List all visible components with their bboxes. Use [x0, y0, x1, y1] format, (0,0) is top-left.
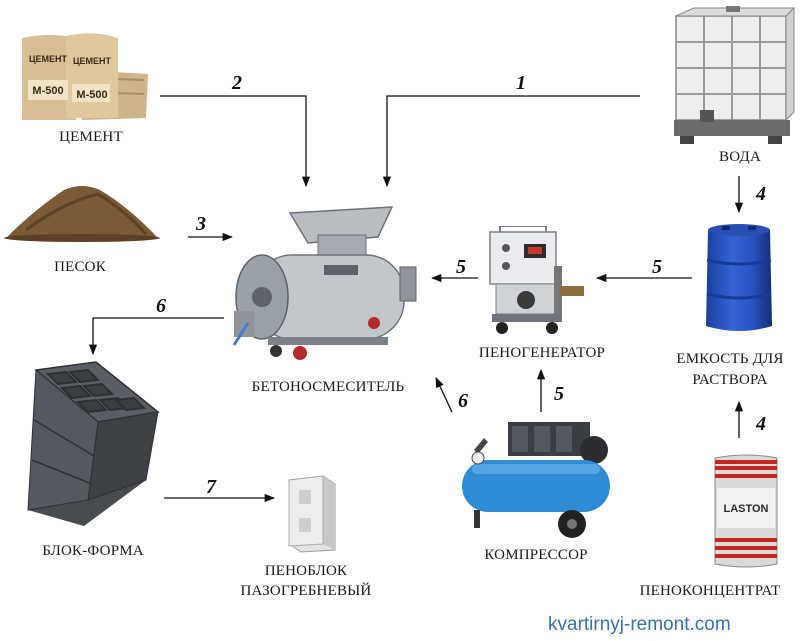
- label-solution-tank-line2: РАСТВОРА: [692, 372, 768, 388]
- cement-bag-brand-text: ЦЕМЕНТ: [29, 54, 68, 64]
- drum-brand-text: LASTON: [723, 503, 768, 515]
- foam-generator-image: [489, 226, 584, 334]
- label-concrete-mixer: БЕТОНОСМЕСИТЕЛЬ: [251, 379, 405, 395]
- label-compressor: КОМПРЕССОР: [484, 547, 588, 563]
- block-form-mould-image: [27, 361, 160, 526]
- step-number-compressor-to-mixer: 6: [458, 390, 468, 412]
- solution-tank-barrel-image: [706, 224, 772, 331]
- label-foam-block-line2: ПАЗОГРЕБНЕВЫЙ: [240, 583, 372, 599]
- arrow-cement-to-mixer: [160, 95, 311, 188]
- step-number-mixer-to-form: 6: [156, 295, 166, 317]
- step-number-tank-to-generator: 5: [652, 256, 662, 278]
- foam-block-image: [288, 475, 336, 553]
- concrete-mixer-image: [232, 206, 417, 360]
- step-number-compressor-to-generator: 5: [554, 383, 564, 405]
- step-number-water-to-mixer: 1: [516, 72, 526, 94]
- step-number-cement-to-mixer: 2: [232, 72, 242, 94]
- watermark-link[interactable]: kvartirnyj-remont.com: [548, 614, 731, 635]
- label-solution-tank-line1: ЕМКОСТЬ ДЛЯ: [676, 351, 784, 367]
- cement-bag-brand-text-2: ЦЕМЕНТ: [73, 56, 112, 66]
- label-sand: ПЕСОК: [54, 259, 106, 275]
- sand-pile-image: [4, 186, 160, 242]
- label-cement: ЦЕМЕНТ: [59, 129, 123, 145]
- compressor-image: [462, 422, 610, 538]
- label-block-form: БЛОК-ФОРМА: [42, 543, 144, 559]
- arrow-water-to-mixer: [382, 95, 640, 188]
- cement-bag-grade-text: М-500: [32, 85, 63, 97]
- step-number-sand-to-mixer: 3: [196, 213, 206, 235]
- label-foam-block-line1: ПЕНОБЛОК: [264, 563, 348, 579]
- label-foam-concentrate: ПЕНОКОНЦЕНТРАТ: [639, 583, 781, 599]
- water-container-image: [674, 6, 796, 144]
- step-number-concentrate-to-tank: 4: [756, 413, 766, 435]
- step-number-water-to-tank: 4: [756, 183, 766, 205]
- label-water: ВОДА: [719, 149, 761, 165]
- foam-concentrate-drum-image: LASTON: [714, 454, 778, 568]
- arrow-mixer-to-form: [88, 317, 224, 356]
- cement-bag-grade-text-2: М-500: [76, 89, 107, 101]
- step-number-form-to-block: 7: [206, 476, 216, 498]
- step-number-generator-to-mixer: 5: [456, 256, 466, 278]
- arrow-compressor-to-mixer: [435, 377, 453, 413]
- label-foam-generator: ПЕНОГЕНЕРАТОР: [478, 345, 606, 361]
- cement-bags-image: ЦЕМЕНТ М-500 ЦЕМЕНТ М-500: [22, 33, 148, 120]
